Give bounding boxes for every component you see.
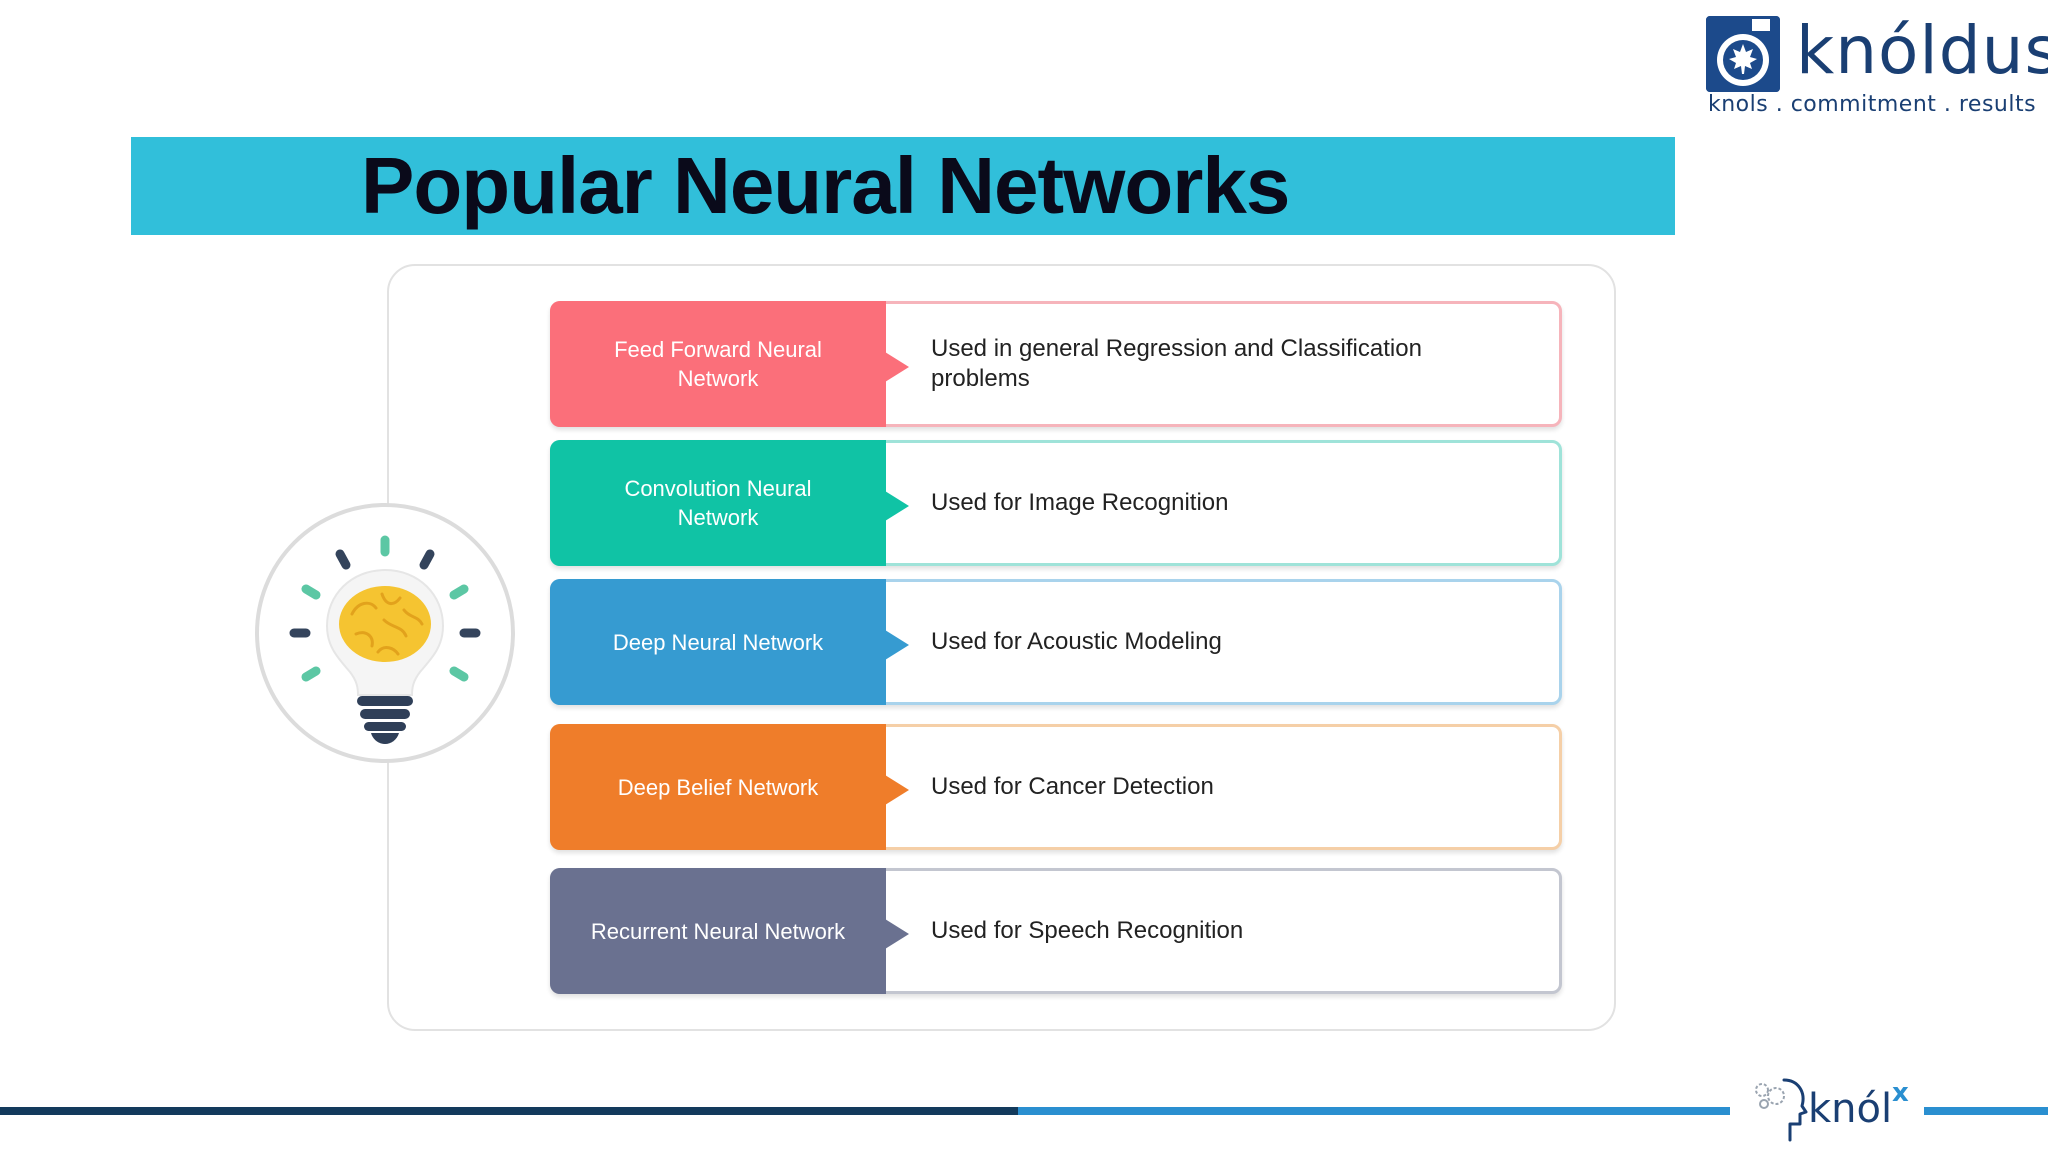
pointer-arrow-icon	[885, 491, 909, 521]
brand-tagline: knols . commitment . results	[1708, 92, 2037, 117]
footer-rule-right	[1924, 1107, 2048, 1115]
pointer-arrow-icon	[885, 775, 909, 805]
network-name: Convolution Neural Network	[550, 440, 886, 566]
network-name: Feed Forward Neural Network	[550, 301, 886, 427]
footer-rule-dark	[0, 1107, 1018, 1115]
network-use: Used for Image Recognition	[931, 489, 1229, 516]
knolx-superscript: x	[1892, 1078, 1909, 1108]
network-row-deep-neural: Deep Neural Network Used for Acoustic Mo…	[550, 579, 1562, 705]
network-row-deep-belief: Deep Belief Network Used for Cancer Dete…	[550, 724, 1562, 850]
maple-leaf-camera-icon	[1706, 16, 1780, 92]
head-gears-icon	[1755, 1078, 1808, 1142]
lightbulb-brain-icon	[254, 502, 516, 764]
knolx-logo: knól x	[1730, 1054, 1924, 1152]
network-name: Deep Belief Network	[550, 724, 886, 850]
network-name: Deep Neural Network	[550, 579, 886, 705]
network-use: Used for Speech Recognition	[931, 917, 1244, 944]
network-use: Used for Acoustic Modeling	[931, 628, 1222, 655]
footer-rule-light	[1018, 1107, 1730, 1115]
network-name: Recurrent Neural Network	[550, 868, 886, 994]
network-row-feed-forward: Feed Forward Neural Network Used in gene…	[550, 301, 1562, 427]
pointer-arrow-icon	[885, 352, 909, 382]
network-row-convolution: Convolution Neural Network Used for Imag…	[550, 440, 1562, 566]
network-use: Used for Cancer Detection	[931, 773, 1214, 800]
brand-name: knóldus	[1796, 12, 2048, 89]
network-row-recurrent: Recurrent Neural Network Used for Speech…	[550, 868, 1562, 994]
page-title: Popular Neural Networks	[361, 141, 1290, 230]
pointer-arrow-icon	[885, 630, 909, 660]
network-use: Used in general Regression and Classific…	[931, 335, 1422, 392]
knolx-wordmark: knól	[1808, 1086, 1893, 1132]
pointer-arrow-icon	[885, 919, 909, 949]
knoldus-logo: knóldus knols . commitment . results	[1706, 12, 2048, 124]
title-banner: Popular Neural Networks	[131, 137, 1675, 235]
